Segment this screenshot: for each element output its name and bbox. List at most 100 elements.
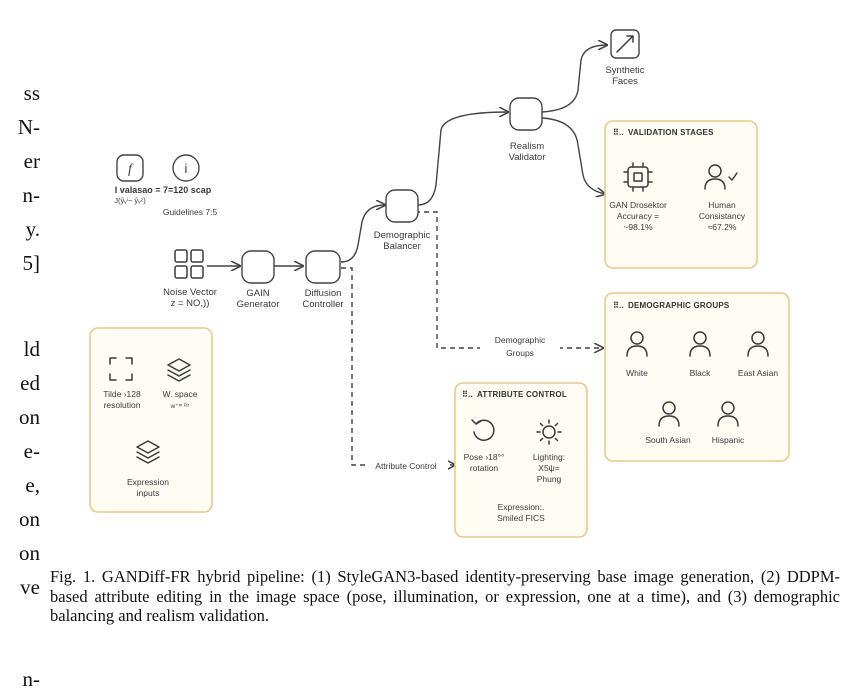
noise-vector-node: Noise Vector z = NO,))	[163, 249, 217, 309]
edge-validator-to-validation	[541, 117, 605, 194]
margin-fragment: ve	[20, 575, 40, 599]
layers-icon	[136, 440, 160, 464]
demographic-panel-box	[604, 292, 790, 462]
margin-fragment: e-	[23, 439, 40, 463]
formula-text: I valasao = 7=120 scap	[115, 185, 212, 195]
generator-label-line1: GAIN	[246, 288, 269, 299]
realism-validator-node: Realism Validator	[509, 97, 546, 163]
validation-panel-title: VALIDATION STAGES	[628, 128, 714, 137]
chip-icon	[623, 162, 653, 192]
guidelines-label: Guidelines 7:5	[163, 207, 218, 217]
margin-fragment: er	[23, 149, 40, 173]
formula-header: f i I valasao = 7=120 scap J(ŷᵥⁱ− ŷᵥᶻ) G…	[114, 154, 218, 217]
margin-fragment: ss	[23, 81, 40, 105]
pose-line1: Pose ›18°°	[464, 452, 505, 462]
expression-line1: Expression:.	[498, 502, 545, 512]
noise-vector-label-line1: Noise Vector	[163, 287, 217, 298]
margin-fragment: n-	[22, 667, 41, 691]
resolution-icon	[109, 357, 133, 381]
validator-label-line2: Validator	[509, 152, 546, 163]
faces-label-line1: Synthetic	[605, 65, 644, 76]
info-icon	[172, 154, 200, 182]
edge-labels: Demographic Groups Attribute Control	[368, 333, 560, 472]
human-consistency-line2: Consistancy	[699, 211, 746, 221]
gan-detector-line1: GAN Drosektor	[609, 200, 667, 210]
w-space-line2: w⁺ᵐ ᴿᶻ	[170, 403, 191, 410]
margin-fragment: y.	[25, 217, 40, 241]
demographic-balancer-node: Demographic Balancer	[374, 189, 431, 252]
diffusion-box	[305, 250, 341, 284]
diffusion-label-line2: Controller	[302, 299, 343, 310]
edge-balancer-to-groups	[415, 211, 603, 348]
validator-box	[509, 97, 543, 131]
lighting-line3: Phung	[537, 474, 562, 484]
rotate-icon	[471, 419, 495, 441]
edge-validator-to-faces	[541, 45, 607, 113]
attribute-control-panel: ⠿.. ATTRIBUTE CONTROL Pose ›18°° rotatio…	[454, 382, 588, 538]
diffusion-controller-node: Diffusion Controller	[302, 250, 344, 310]
grid-icon	[174, 249, 204, 279]
margin-fragment: 5]	[22, 251, 41, 275]
margin-fragment: on	[19, 507, 40, 531]
validation-panel-title-prefix: ⠿..	[613, 128, 624, 137]
margin-fragment: e,	[25, 473, 40, 497]
lighting-line1: Lighting:	[533, 452, 565, 462]
layers-icon	[167, 358, 191, 382]
input-panel: Tilde ›128 resolution W. space w⁺ᵐ ᴿᶻ Ex…	[89, 327, 213, 513]
user-icon	[747, 331, 769, 357]
formula-sub: J(ŷᵥⁱ− ŷᵥᶻ)	[114, 196, 146, 205]
lighting-line2: X5ψ=	[538, 463, 559, 473]
balancer-label-line2: Balancer	[383, 241, 421, 252]
user-icon	[626, 331, 648, 357]
user-icon	[658, 401, 680, 427]
group-label: Black	[690, 368, 712, 378]
svg-text:i: i	[185, 161, 188, 176]
edge-label-attribute-control: Attribute Control	[375, 461, 437, 471]
user-icon	[689, 331, 711, 357]
validation-stages-panel: ⠿.. VALIDATION STAGES GAN Drosektor Accu…	[604, 120, 758, 269]
expression-inputs-line1: Expression	[127, 477, 169, 487]
pose-line2: rotation	[470, 463, 499, 473]
demographic-groups-panel: ⠿.. DEMOGRAPHIC GROUPS White Black East …	[604, 292, 790, 462]
margin-fragment: on	[19, 541, 40, 565]
expression-inputs-line2: inputs	[137, 488, 160, 498]
attribute-panel-title: ATTRIBUTE CONTROL	[477, 390, 567, 399]
group-label: White	[626, 368, 648, 378]
svg-text:f: f	[128, 162, 134, 177]
attribute-panel-title-prefix: ⠿..	[462, 390, 473, 399]
figure-caption: Fig. 1. GANDiff-FR hybrid pipeline: (1) …	[50, 567, 840, 625]
expression-line2: Smiled FICS	[497, 513, 545, 523]
faces-label-line2: Faces	[612, 76, 638, 87]
margin-fragment: n-	[22, 183, 41, 207]
tilde-resolution-line1: Tilde ›128	[103, 389, 141, 399]
group-label: East Asian	[738, 368, 778, 378]
sun-icon	[536, 419, 562, 445]
group-label: South Asian	[645, 435, 691, 445]
w-space-line1: W. space	[163, 389, 198, 399]
margin-fragment: on	[19, 405, 40, 429]
group-label: Hispanic	[712, 435, 745, 445]
edge-balancer-to-validator	[417, 112, 508, 206]
image-icon-arrow	[616, 35, 634, 53]
user-icon	[717, 401, 739, 427]
margin-fragment: ld	[23, 337, 40, 361]
edge-label-demographic-groups-line1: Demographic	[495, 335, 546, 345]
validator-label-line1: Realism	[510, 141, 544, 152]
demographic-panel-title: DEMOGRAPHIC GROUPS	[628, 301, 730, 310]
edge-diffusion-to-attribute	[341, 267, 455, 465]
gan-detector-line2: Accuracy =	[617, 211, 659, 221]
validation-panel-box	[604, 120, 758, 269]
generator-label-line2: Generator	[237, 299, 280, 310]
diffusion-label-line1: Diffusion	[305, 288, 342, 299]
balancer-label-line1: Demographic	[374, 230, 431, 241]
edge-label-demographic-groups-line2: Groups	[506, 348, 534, 358]
human-consistency-line3: ≈67.2%	[708, 222, 737, 232]
human-consistency-line1: Human	[708, 200, 736, 210]
synthetic-faces-node: Synthetic Faces	[605, 29, 645, 87]
function-icon	[116, 154, 144, 182]
gan-detector-line3: ~98.1%	[623, 222, 653, 232]
balancer-box	[385, 189, 419, 223]
generator-box	[241, 250, 275, 284]
demographic-panel-title-prefix: ⠿..	[613, 301, 624, 310]
